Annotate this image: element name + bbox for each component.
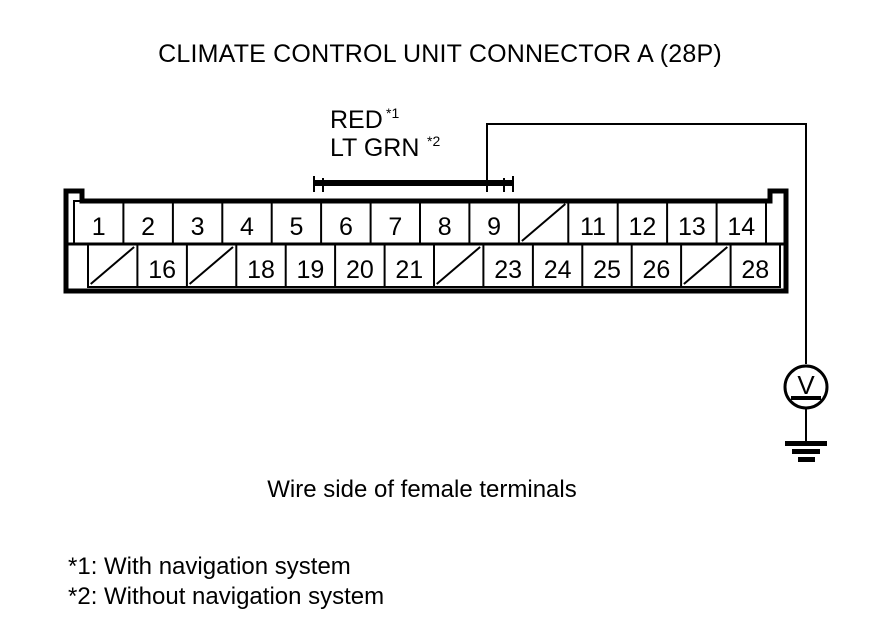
connector-body-outline — [63, 188, 789, 294]
terminal-2: 2 — [141, 213, 155, 241]
terminal-15-blank-slash — [90, 246, 135, 285]
footnotes: *1: With navigation system *2: Without n… — [68, 553, 384, 610]
terminal-27-blank-slash — [683, 246, 728, 285]
terminal-28: 28 — [741, 256, 769, 284]
terminal-20: 20 — [346, 256, 374, 284]
diagram-caption: Wire side of female terminals — [267, 476, 576, 503]
ground-symbol — [785, 408, 827, 462]
terminal-13: 13 — [678, 213, 706, 241]
terminal-1: 1 — [92, 213, 106, 241]
terminal-18: 18 — [247, 256, 275, 284]
terminal-grid: 1 2 3 4 5 6 7 8 9 11 12 13 14 — [66, 200, 786, 288]
terminal-26: 26 — [642, 256, 670, 284]
terminal-12: 12 — [628, 213, 656, 241]
terminal-19: 19 — [296, 256, 324, 284]
terminal-3: 3 — [191, 213, 205, 241]
terminal-23: 23 — [494, 256, 522, 284]
terminal-24: 24 — [544, 256, 572, 284]
terminal-22-blank-slash — [436, 246, 481, 285]
terminal-row-top: 1 2 3 4 5 6 7 8 9 11 12 13 14 — [73, 200, 767, 245]
test-lead-wire — [486, 123, 807, 364]
terminal-14: 14 — [727, 213, 755, 241]
ground-bar-1 — [785, 441, 827, 446]
terminal-row-bottom: 16 18 19 20 21 23 24 25 26 28 — [87, 243, 781, 288]
ground-bar-2 — [792, 449, 820, 454]
terminal-21: 21 — [395, 256, 423, 284]
terminal-7: 7 — [388, 213, 402, 241]
terminal-5: 5 — [289, 213, 303, 241]
voltmeter-dc-bar — [791, 396, 821, 400]
ground-bar-3 — [798, 457, 815, 462]
wire-label-lt-grn-footnote-ref: *2 — [427, 133, 440, 149]
terminal-10-blank-slash — [521, 203, 566, 242]
connector-locking-tab — [313, 176, 514, 192]
terminal-16: 16 — [148, 256, 176, 284]
terminal-17-blank-slash — [188, 246, 234, 285]
terminal-9: 9 — [487, 213, 501, 241]
terminal-6: 6 — [339, 213, 353, 241]
footnote-1: *1: With navigation system — [68, 553, 351, 580]
voltmeter-symbol: V — [783, 364, 829, 410]
footnote-2: *2: Without navigation system — [68, 583, 384, 610]
wire-color-labels: RED *1 LT GRN *2 — [330, 105, 440, 162]
wire-label-red-footnote-ref: *1 — [386, 105, 399, 121]
voltmeter-letter: V — [797, 370, 815, 400]
terminal-8: 8 — [438, 213, 452, 241]
terminal-11: 11 — [580, 213, 606, 241]
terminal-25: 25 — [593, 256, 621, 284]
wire-label-lt-grn: LT GRN — [330, 134, 419, 162]
page-title: CLIMATE CONTROL UNIT CONNECTOR A (28P) — [158, 40, 722, 68]
terminal-4: 4 — [240, 213, 254, 241]
wire-label-red: RED — [330, 106, 383, 134]
